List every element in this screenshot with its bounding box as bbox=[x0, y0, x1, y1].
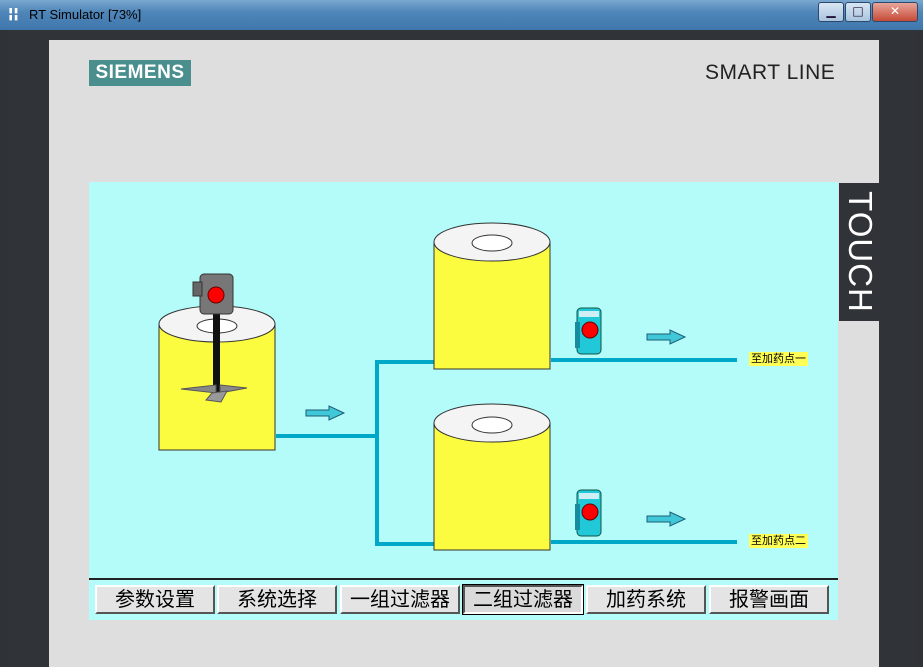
filter-tank-2[interactable] bbox=[433, 403, 551, 551]
pump-2-status-indicator bbox=[581, 503, 599, 521]
flow-arrow-icon bbox=[646, 511, 687, 527]
touch-label-strip: TOUCH bbox=[839, 183, 880, 321]
nav-divider bbox=[89, 578, 838, 580]
nav-button-filter-group-2[interactable]: 二组过滤器 bbox=[462, 584, 584, 615]
product-line-label: SMART LINE bbox=[705, 61, 836, 84]
filter-tank-1[interactable] bbox=[433, 222, 551, 370]
minimize-button[interactable]: ▁ bbox=[818, 2, 844, 22]
nav-button-dosing-system[interactable]: 加药系统 bbox=[586, 585, 706, 614]
touch-label: TOUCH bbox=[841, 191, 879, 313]
dosing-pump-1[interactable] bbox=[575, 307, 602, 355]
dosing-pump-2[interactable] bbox=[575, 489, 602, 537]
nav-button-parameters[interactable]: 参数设置 bbox=[95, 585, 215, 614]
window-titlebar[interactable]: ▮▮▮▮ RT Simulator [73%] ▁ □ ✕ bbox=[0, 0, 923, 30]
maximize-button[interactable]: □ bbox=[845, 2, 871, 22]
outlet-label-1: 至加药点一 bbox=[749, 352, 808, 366]
agitator-status-indicator bbox=[207, 286, 225, 304]
hmi-screen: 至加药点一 至加药点二 参数设置 系统选择 一组过滤器 二组过滤器 加药系统 报… bbox=[89, 182, 838, 620]
window-title: RT Simulator [73%] bbox=[29, 7, 142, 22]
flow-arrow-icon bbox=[646, 329, 687, 345]
pump-1-status-indicator bbox=[581, 321, 599, 339]
agitator[interactable] bbox=[180, 273, 248, 403]
nav-button-alarms[interactable]: 报警画面 bbox=[709, 585, 829, 614]
nav-button-system-select[interactable]: 系统选择 bbox=[217, 585, 337, 614]
outlet-label-2: 至加药点二 bbox=[749, 534, 808, 548]
siemens-logo: SIEMENS bbox=[89, 60, 191, 86]
app-icon: ▮▮▮▮ bbox=[8, 6, 19, 23]
flow-arrow-icon bbox=[305, 405, 346, 421]
nav-button-filter-group-1[interactable]: 一组过滤器 bbox=[340, 585, 460, 614]
close-button[interactable]: ✕ bbox=[872, 2, 918, 22]
pipe-network bbox=[276, 358, 737, 546]
process-diagram bbox=[158, 222, 737, 551]
